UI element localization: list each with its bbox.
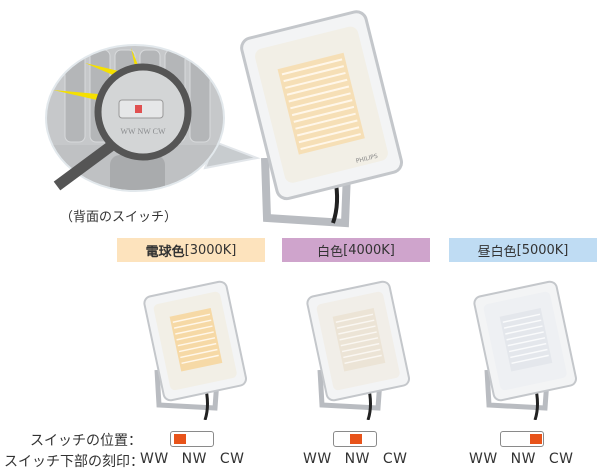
- magnifier-callout-illustration: WW NW CW: [45, 44, 261, 192]
- switch-position-4000k: [333, 431, 377, 447]
- callout-bubble: WW NW CW: [35, 30, 270, 205]
- variant-name: 白色: [317, 244, 344, 260]
- switch-position-3000k: [170, 431, 214, 447]
- switch-knob: [530, 434, 542, 444]
- variant-temp: [5000K]: [516, 242, 569, 258]
- variant-temp: [3000K]: [184, 242, 237, 258]
- switch-knob: [350, 434, 362, 444]
- variant-temp: [4000K]: [343, 242, 395, 258]
- switch-knob: [174, 434, 186, 444]
- engraving-4000k: WW NW CW: [303, 451, 408, 467]
- floodlight-3000k-image: [135, 280, 255, 421]
- variant-name: 昼白色: [477, 244, 517, 260]
- floodlight-4000k-image: [298, 280, 418, 421]
- switch-position-5000k: [500, 431, 544, 447]
- floodlight-5000k-image: [465, 280, 585, 421]
- variant-label-4000k: 白色[4000K]: [282, 238, 430, 262]
- callout-caption: （背面のスイッチ）: [60, 210, 178, 225]
- variant-name: 電球色: [145, 244, 185, 260]
- variant-label-3000k: 電球色[3000K]: [117, 238, 265, 262]
- switch-engraving-text: WW NW CW: [120, 127, 165, 136]
- engraving-label: スイッチ下部の刻印：: [4, 454, 144, 470]
- switch-position-label: スイッチの位置：: [30, 433, 142, 449]
- engraving-5000k: WW NW CW: [469, 451, 574, 467]
- hero-floodlight-image: PHILIPS: [235, 8, 405, 230]
- variant-label-5000k: 昼白色[5000K]: [449, 238, 597, 262]
- engraving-3000k: WW NW CW: [140, 451, 245, 467]
